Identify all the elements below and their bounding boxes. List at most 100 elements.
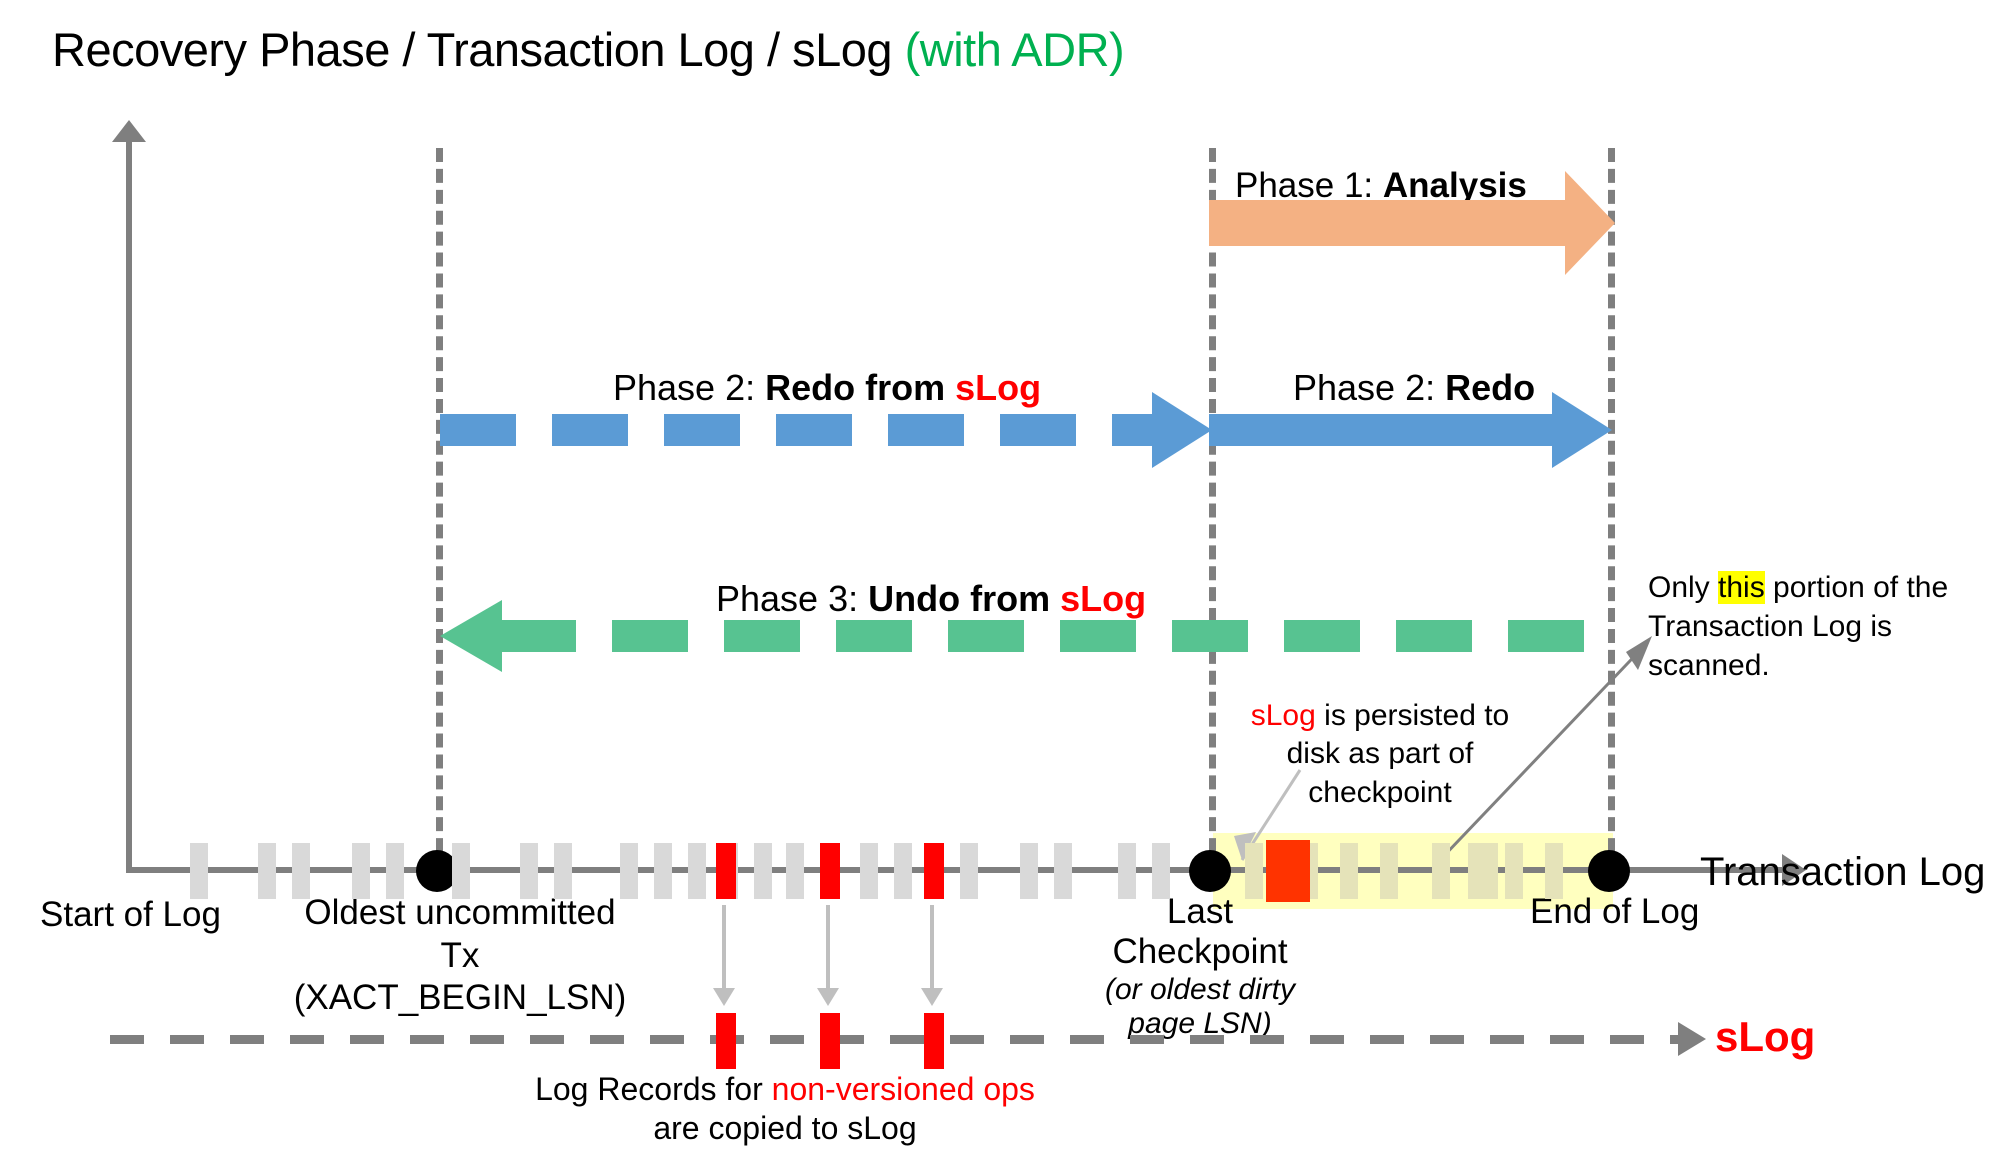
scanned-note-highlight: this <box>1718 571 1765 604</box>
scanned-note-line2: Transaction Log is scanned. <box>1648 610 1893 682</box>
page-title-main: Recovery Phase / Transaction Log / sLog <box>52 23 905 76</box>
page-title-adr-suffix: (with ADR) <box>904 23 1125 76</box>
phase-1-label: Phase 1: Analysis <box>1235 166 1527 206</box>
label-transaction-log-axis: Transaction Log <box>1700 850 1986 894</box>
log-record-grey-20 <box>1152 843 1170 899</box>
log-record-grey-18 <box>1054 843 1072 899</box>
guide-line-last-checkpoint <box>1209 148 1216 873</box>
slog-persisted-note: sLog is persisted to disk as part of che… <box>1240 697 1520 812</box>
slog-persisted-line2: disk as part of <box>1286 737 1474 771</box>
log-record-grey-14 <box>860 843 878 899</box>
copy-to-slog-arrow-2 <box>930 905 934 990</box>
copy-to-slog-arrowhead-icon-1 <box>817 988 839 1006</box>
slog-record-2 <box>924 1013 944 1069</box>
marker-dot-last-checkpoint <box>1189 850 1231 892</box>
slog-persisted-accent: sLog <box>1250 699 1316 732</box>
phase-2-redo-from-slog-arrow-body <box>440 414 1162 446</box>
phase-2-redo-from-slog-label: Phase 2: Redo from sLog <box>613 367 1041 409</box>
phase-3-undo-arrow-body <box>500 620 1608 652</box>
label-checkpoint-sub: (or oldest dirty page LSN) <box>1104 972 1296 1041</box>
log-record-grey-19 <box>1118 843 1136 899</box>
label-checkpoint-main: Last Checkpoint <box>1112 892 1288 972</box>
log-record-scanned-6 <box>1505 843 1523 899</box>
scanned-portion-note: Only this portion of the Transaction Log… <box>1648 568 1988 685</box>
log-record-grey-5 <box>452 843 470 899</box>
log-record-scanned-0 <box>1245 843 1263 899</box>
log-record-nonversioned-0 <box>716 843 736 899</box>
phase-1-name: Analysis <box>1382 166 1527 205</box>
log-record-nonversioned-2 <box>924 843 944 899</box>
log-record-scanned-8 <box>1480 843 1498 899</box>
copy-to-slog-arrowhead-icon-2 <box>921 988 943 1006</box>
log-record-grey-15 <box>894 843 912 899</box>
slog-axis-arrowhead-icon <box>1678 1022 1706 1056</box>
slog-persisted-line1: is persisted to <box>1315 699 1510 732</box>
slog-persisted-line3: checkpoint <box>1308 775 1452 809</box>
label-oldest-sub: (XACT_BEGIN_LSN) <box>293 978 627 1018</box>
log-record-scanned-3 <box>1380 843 1398 899</box>
phase-3-prefix: Phase 3: <box>716 578 869 619</box>
slog-record-0 <box>716 1013 736 1069</box>
scanned-portion-leader-line <box>1438 636 1652 862</box>
copy-to-slog-arrowhead-icon-0 <box>713 988 735 1006</box>
log-record-grey-2 <box>292 843 310 899</box>
phase-2-slog-accent: sLog <box>955 367 1042 408</box>
scanned-note-pre: Only <box>1648 571 1719 604</box>
log-record-grey-12 <box>754 843 772 899</box>
log-record-grey-8 <box>620 843 638 899</box>
guide-line-oldest-uncommitted-tx <box>436 148 443 873</box>
marker-dot-oldest-uncommitted-tx <box>416 850 458 892</box>
log-record-scanned-2 <box>1340 843 1358 899</box>
slog-caption-prefix: Log Records for <box>535 1071 772 1107</box>
phase-2-slog-name: Redo from <box>765 367 956 408</box>
copy-to-slog-arrow-1 <box>826 905 830 990</box>
log-record-grey-1 <box>258 843 276 899</box>
transaction-log-axis-line <box>126 867 1786 873</box>
log-record-grey-10 <box>688 843 706 899</box>
page-title: Recovery Phase / Transaction Log / sLog … <box>52 22 1125 77</box>
log-record-grey-17 <box>1020 843 1038 899</box>
label-slog-axis: sLog <box>1715 1013 1816 1060</box>
slog-axis-line <box>110 1035 1682 1044</box>
log-record-grey-6 <box>520 843 538 899</box>
copy-to-slog-arrow-0 <box>722 905 726 990</box>
phase-2-slog-prefix: Phase 2: <box>613 367 766 408</box>
phase-2-redo-prefix: Phase 2: <box>1293 367 1446 408</box>
phase-1-analysis-arrowhead-icon <box>1565 171 1615 275</box>
log-record-grey-4 <box>386 843 404 899</box>
log-record-grey-3 <box>352 843 370 899</box>
log-record-grey-9 <box>654 843 672 899</box>
phase-2-redo-arrow-body <box>1209 414 1559 446</box>
phase-3-undo-arrowhead-icon <box>440 600 502 672</box>
phase-2-redo-from-slog-arrowhead-icon <box>1152 392 1212 468</box>
phase-1-prefix: Phase 1: <box>1235 166 1383 205</box>
phase-2-redo-name: Redo <box>1445 367 1536 408</box>
slog-caption-accent: non-versioned ops <box>771 1071 1035 1107</box>
log-record-scanned-4 <box>1432 843 1450 899</box>
log-record-checkpoint-slog <box>1266 840 1310 902</box>
phase-3-undo-from-slog-label: Phase 3: Undo from sLog <box>716 578 1146 620</box>
phase-1-analysis-arrow-body <box>1209 200 1572 246</box>
transaction-log-axis-arrowhead-icon <box>1782 854 1806 886</box>
slog-caption-suffix: are copied to sLog <box>653 1110 917 1147</box>
label-last-checkpoint: Last Checkpoint (or oldest dirty page LS… <box>1075 892 1325 1042</box>
log-record-grey-16 <box>960 843 978 899</box>
log-record-scanned-7 <box>1545 843 1563 899</box>
label-oldest-uncommitted-tx: Oldest uncommitted Tx (XACT_BEGIN_LSN) <box>290 892 630 1020</box>
phase-3-accent: sLog <box>1060 578 1147 619</box>
phase-2-redo-label: Phase 2: Redo <box>1293 367 1535 409</box>
marker-dot-end-of-log <box>1588 850 1630 892</box>
log-record-nonversioned-1 <box>820 843 840 899</box>
log-record-grey-0 <box>190 843 208 899</box>
label-start-of-log: Start of Log <box>40 895 221 934</box>
log-record-grey-13 <box>786 843 804 899</box>
scanned-note-post: portion of the <box>1764 571 1949 604</box>
log-record-grey-7 <box>554 843 572 899</box>
slog-record-1 <box>820 1013 840 1069</box>
slog-copy-caption: Log Records for non-versioned ops are co… <box>505 1070 1065 1148</box>
guide-line-end-of-log <box>1608 148 1615 873</box>
label-oldest-main: Oldest uncommitted Tx <box>304 893 616 975</box>
vertical-axis-line <box>126 130 132 870</box>
phase-3-name: Undo from <box>868 578 1061 619</box>
phase-2-redo-arrowhead-icon <box>1552 392 1612 468</box>
